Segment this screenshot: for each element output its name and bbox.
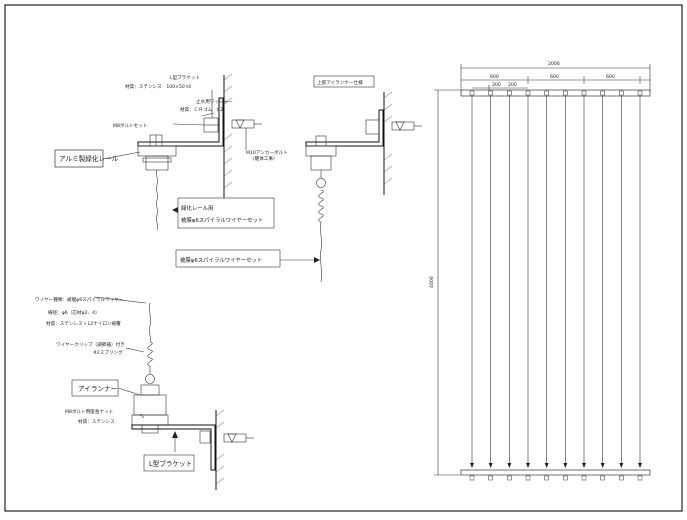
label-nut-material: 材質：ステンレス — [78, 418, 115, 425]
eye-runner-box — [71, 379, 119, 397]
wire-arrow-icon — [507, 463, 512, 468]
label-washer-material: 材質：ＣＲゴム t.2 — [180, 106, 223, 113]
top-rail — [460, 89, 651, 97]
bottom-fixing — [507, 475, 512, 481]
detail-lower-rail — [102, 73, 262, 231]
label-greening-rail-for: 緑化レール用 — [181, 204, 213, 212]
label-eye-runner: アイランナー — [78, 385, 117, 393]
bottom-fixing — [563, 475, 568, 481]
dim-200-a: 200 — [492, 82, 501, 88]
bottom-fixing — [619, 475, 624, 481]
wire-arrow-icon — [470, 463, 474, 468]
label-l-bracket-box: L型ブラケット — [149, 459, 192, 468]
label-bracket-material: 材質：ステンレス 100×50 t4 — [125, 83, 191, 90]
top-fixing — [507, 90, 512, 96]
wire-arrow-icon — [600, 463, 605, 468]
label-upper-runner-title: 上部アイランナー仕様 — [317, 79, 363, 86]
top-fixing — [469, 90, 475, 96]
dim-height: 4000 — [429, 276, 435, 288]
detail-eye-runner — [93, 296, 254, 490]
label-m8-bolt-set: M8ボルトセット — [113, 122, 147, 129]
label-spring: #2スプリング — [93, 349, 123, 356]
wire-set-box-2 — [175, 249, 281, 268]
bottom-fixing — [600, 475, 605, 481]
dim-200-b: 200 — [508, 82, 517, 88]
label-anchor-note: （躯体工事） — [250, 155, 278, 162]
label-l-bracket: L型ブラケット — [170, 74, 200, 81]
dim-600-b: 600 — [550, 74, 559, 80]
label-washer: 止水用ワッシャー — [196, 98, 233, 105]
bottom-fixing — [637, 475, 643, 481]
sheet-border — [4, 4, 683, 512]
top-fixing — [581, 90, 587, 96]
wire-arrow-icon — [563, 463, 568, 468]
bottom-rail — [460, 469, 651, 476]
dim-600-c: 600 — [606, 74, 615, 80]
wire-group — [469, 90, 643, 481]
top-fixing — [488, 90, 493, 96]
wire-arrow-icon — [619, 463, 624, 468]
wire-set-box-1 — [177, 197, 275, 229]
l-bracket-box — [143, 454, 195, 472]
upper-runner-box — [313, 75, 375, 88]
label-coated-wire-set-1: 被膜φ6スパイラルワイヤーセット — [181, 216, 263, 224]
bottom-fixing — [544, 475, 549, 481]
alu-rail-box — [54, 149, 104, 168]
bottom-fixing — [469, 475, 475, 481]
label-wire-material: 材質：ステンレス＋12ナイロン被覆 — [46, 320, 121, 327]
dim-600-a: 600 — [490, 74, 499, 80]
elevation-view — [434, 64, 651, 481]
top-fixing — [619, 90, 624, 96]
label-wire-type: ワイヤー種類：被膜φ6スパイラルワイヤー — [35, 296, 124, 303]
top-fixing — [600, 90, 605, 96]
wire-arrow-icon — [488, 463, 493, 468]
wire-arrow-icon — [582, 463, 586, 468]
label-anchor-bolt: M10アンカーボルト — [246, 149, 288, 156]
bottom-fixing — [488, 475, 493, 481]
label-wire-diameter: 線径：φ6（芯材φ2、4） — [48, 309, 100, 316]
label-alu-rail: アルミ製緑化レール — [59, 154, 119, 163]
top-fixing — [563, 90, 568, 96]
top-fixing — [637, 90, 643, 96]
wire-arrow-icon — [544, 463, 549, 468]
dim-total-width: 2000 — [548, 61, 560, 67]
top-fixing — [544, 90, 549, 96]
bottom-fixing — [525, 475, 531, 481]
bottom-fixing — [581, 475, 587, 481]
label-wire-clip: ワイヤークリップ（調節器）付き — [56, 341, 125, 348]
label-coated-wire-set-2: 被膜φ6スパイラルワイヤーセット — [180, 256, 262, 264]
detail-upper-runner — [305, 91, 422, 283]
wire-arrow-icon — [638, 463, 642, 468]
wire-arrow-icon — [526, 463, 530, 468]
label-m8-nut: M8ボルト用座金ナット — [65, 408, 113, 415]
top-fixing — [525, 90, 531, 96]
